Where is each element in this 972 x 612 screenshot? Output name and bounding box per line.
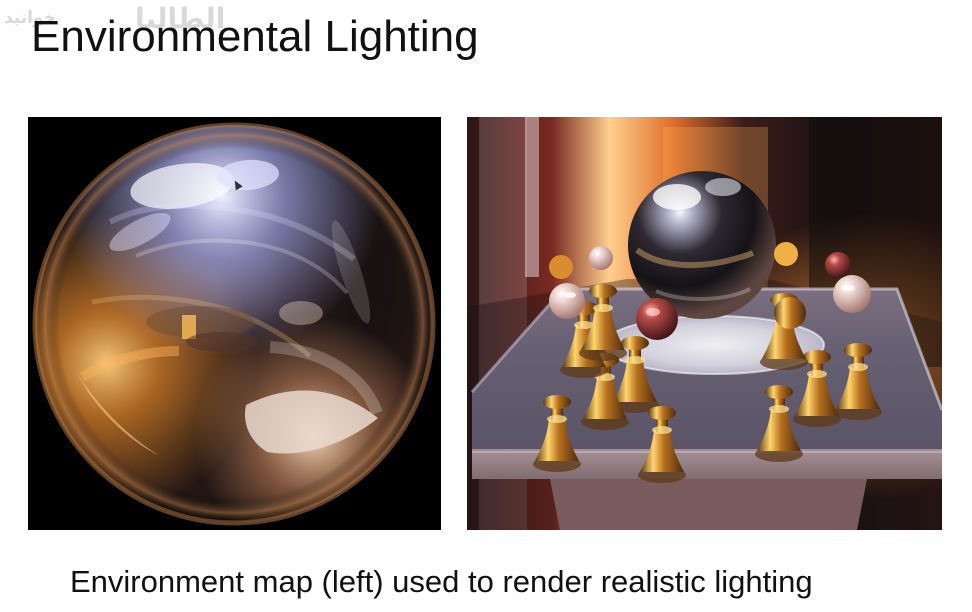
environment-map-illustration bbox=[28, 117, 441, 530]
watermark-right: الطالبا bbox=[135, 2, 226, 35]
rendered-scene-illustration bbox=[467, 117, 942, 530]
rendered-scene-image bbox=[467, 117, 942, 530]
watermark: خوانید الطالبا bbox=[0, 0, 245, 40]
slide-title: Environmental Lighting bbox=[31, 12, 479, 61]
slide-caption: Environment map (left) used to render re… bbox=[70, 564, 813, 599]
watermark-left: خوانید bbox=[4, 8, 56, 28]
environment-map-image bbox=[28, 117, 441, 530]
